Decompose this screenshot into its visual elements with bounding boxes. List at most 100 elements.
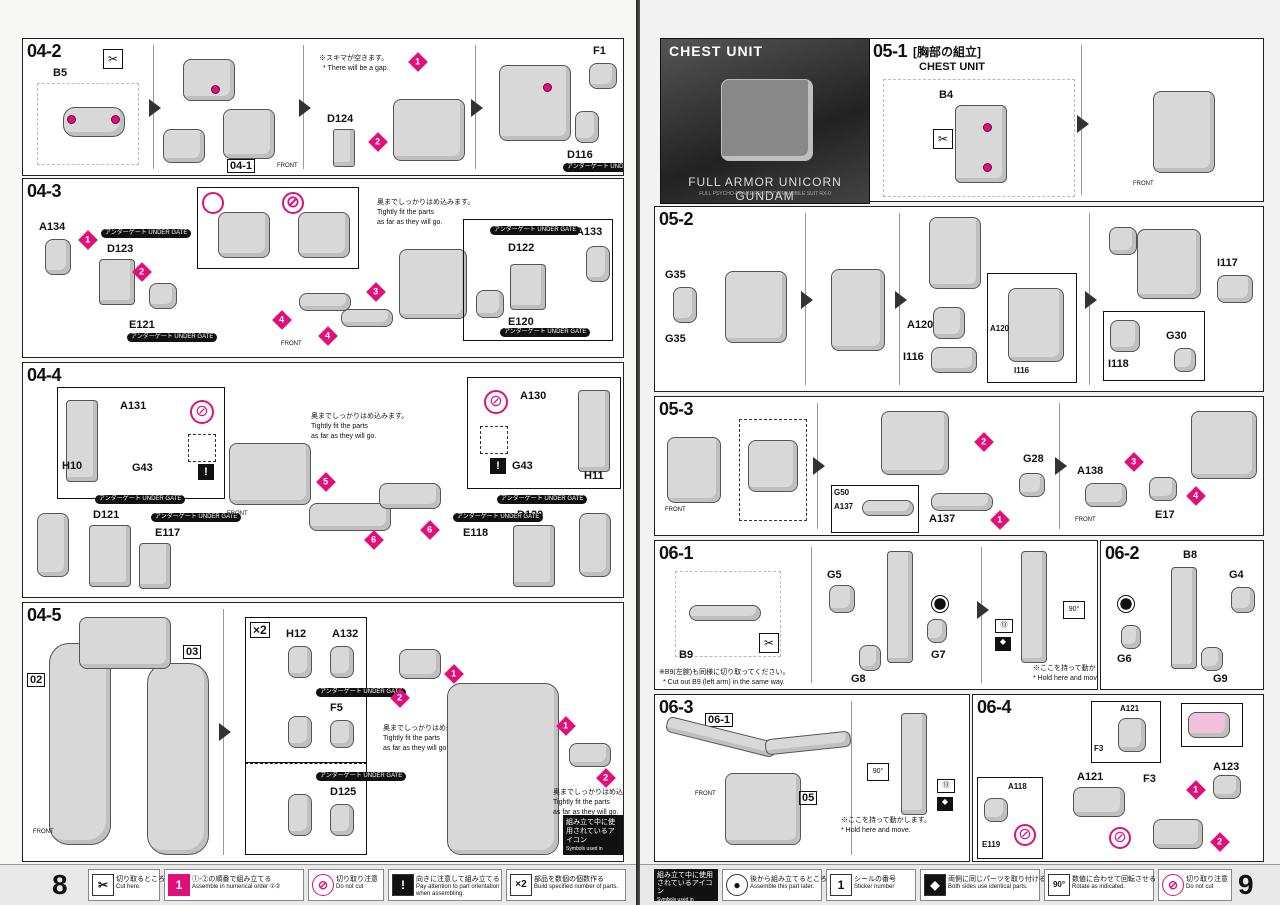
step-label: 04-5 <box>27 605 62 625</box>
do-not-cut-icon: ⊘ <box>1014 824 1036 846</box>
step-1-badge: 1 <box>408 52 428 72</box>
step-number-icon: 1 <box>168 874 190 896</box>
part-body-top <box>183 59 235 101</box>
leg-part <box>147 663 209 855</box>
step-06-4: 06-4 A121 F3 F3 A123 1 A121 A118 E119 ⊘ … <box>972 694 1264 862</box>
detail-inset: A121 F3 <box>1091 701 1161 763</box>
left-page: 04-2 B5 ✂ 04-1 ※スキマが空きます。 * There will b… <box>0 0 640 905</box>
detail-zoom <box>739 419 807 521</box>
part-tag: B5 <box>53 67 68 79</box>
do-not-cut-icon: ⊘ <box>1162 874 1184 896</box>
cut-here-icon: ✂ <box>933 129 953 149</box>
gap-note-en: * There will be a gap. <box>323 65 389 72</box>
right-page: 05-1 [胸部の組立] CHEST UNIT B4 ✂ FRONT 05-2 … <box>640 0 1280 905</box>
runner-frame <box>37 83 139 165</box>
correct-icon <box>202 192 224 214</box>
next-arrow-icon <box>801 291 813 309</box>
rotate-icon: 90° <box>1048 874 1070 896</box>
rotate-icon: 90° <box>867 763 889 781</box>
assemble-later-icon <box>1117 595 1135 613</box>
assemble-later-icon: ● <box>726 874 748 896</box>
step-label: 05-1 <box>873 41 908 61</box>
icons-legend-title: 組み立て中に使用されているアイコン Symbols used in instru… <box>654 869 718 903</box>
both-sides-icon: ◆ <box>995 637 1011 651</box>
step-label: 05-3 <box>659 399 694 419</box>
next-arrow-icon <box>813 457 825 475</box>
multiplier-icon: ×2 <box>510 874 532 896</box>
waist-part <box>79 617 171 669</box>
step-06-2: 06-2 B8 G4 G6 G9 <box>1100 540 1264 690</box>
part-body-block <box>399 249 467 319</box>
orientation-icon: ! <box>392 874 414 896</box>
step-label: 06-4 <box>977 697 1012 717</box>
fit-note-en: Tightly fit the parts <box>377 209 434 216</box>
chest-part <box>1153 91 1215 173</box>
under-gate-badge: アンダーゲート UNDER GATE <box>101 229 192 238</box>
step-label: 04-2 <box>27 41 62 61</box>
fit-note-en: as far as they will go. <box>377 219 443 226</box>
next-arrow-icon <box>299 99 311 117</box>
part-body-block <box>223 109 275 159</box>
under-gate-badge: アンダーゲート UNDER GATE <box>127 333 218 342</box>
part-frame <box>99 259 135 305</box>
step-04-5: 04-5 02 03 FRONT ×2 H12 A132 アンダーゲート UND… <box>22 602 624 862</box>
chest-part <box>955 105 1007 183</box>
detail-inset: I118 G30 <box>1103 311 1205 381</box>
detail-zoom <box>188 434 216 462</box>
detail-inset: アンダーゲート UNDER GATE D125 <box>245 763 407 855</box>
footer-right: 組み立て中に使用されているアイコン Symbols used in instru… <box>640 864 1280 905</box>
sticker-icon: ⑬ <box>995 619 1013 633</box>
step-label: 05-2 <box>659 209 694 229</box>
banner-title: CHEST UNIT <box>669 43 763 59</box>
detail-inset <box>1181 703 1243 747</box>
do-not-cut-icon: ⊘ <box>484 390 508 414</box>
multiplier-badge: ×2 <box>250 622 270 638</box>
page-number: 9 <box>1238 869 1254 900</box>
detail-inset: アンダーゲート UNDER GATE D122 A133 E120 アンダーゲー… <box>463 219 613 341</box>
body-assembled <box>447 683 559 855</box>
banner-subtitle: FULL PSYCHO-FRAME PROTOTYPE MOBILE SUIT … <box>699 191 831 197</box>
fit-note-jp: 奥までしっかりはめ込みます。 <box>377 199 475 206</box>
ref-label: 04-1 <box>227 159 256 173</box>
next-arrow-icon <box>1085 291 1097 309</box>
step-05-2: 05-2 G35 G35 A120 I116 A120 I116 I117 I1… <box>654 206 1264 392</box>
sticker-icon: ⑬ <box>937 779 955 793</box>
part-small-plate <box>333 129 355 167</box>
part-flat-piece <box>299 293 351 311</box>
leg-part <box>49 643 111 845</box>
both-sides-icon: ◆ <box>924 874 946 896</box>
chest-unit-banner: CHEST UNIT FULL ARMOR UNICORN GUNDAM FUL… <box>660 38 870 204</box>
detail-inset: ×2 H12 A132 アンダーゲート UNDER GATE F5 <box>245 617 407 763</box>
step-04-3: 04-3 A134 1 アンダーゲート UNDER GATE D123 2 E1… <box>22 178 624 358</box>
detail-inset: ⊘ A130 ! G43 H11 <box>467 377 621 489</box>
step-label: 06-3 <box>659 697 694 717</box>
part-body-block <box>393 99 465 161</box>
part-flat-piece <box>341 309 393 327</box>
icons-legend-title: 組み立て中に使用されているアイコン Symbols used in instru… <box>563 815 623 861</box>
part-side-panel <box>45 239 71 275</box>
step-label: 06-2 <box>1105 543 1140 563</box>
detail-inset: A120 I116 <box>987 273 1077 383</box>
step-label: 04-3 <box>27 181 62 201</box>
both-sides-icon: ◆ <box>937 797 953 811</box>
do-not-cut-icon: ⊘ <box>190 400 214 424</box>
step-06-1: 06-1 ✂ B9 ※B9(左腕)も同様に切り取ってください。 * Cut ou… <box>654 540 1098 690</box>
do-not-cut-icon: ⊘ <box>312 874 334 896</box>
step-label: 06-1 <box>659 543 694 563</box>
next-arrow-icon <box>219 723 231 741</box>
cut-here-icon: ✂ <box>759 633 779 653</box>
next-arrow-icon <box>1077 115 1089 133</box>
scissors-icon: ✂ <box>92 874 114 896</box>
hand-detail: 90° ⑬ ◆ ※ここを持って動かします。 * Hold here and mo… <box>841 703 965 855</box>
cut-here-icon: ✂ <box>103 49 123 69</box>
next-arrow-icon <box>471 99 483 117</box>
rotate-icon: 90° <box>1063 601 1085 619</box>
